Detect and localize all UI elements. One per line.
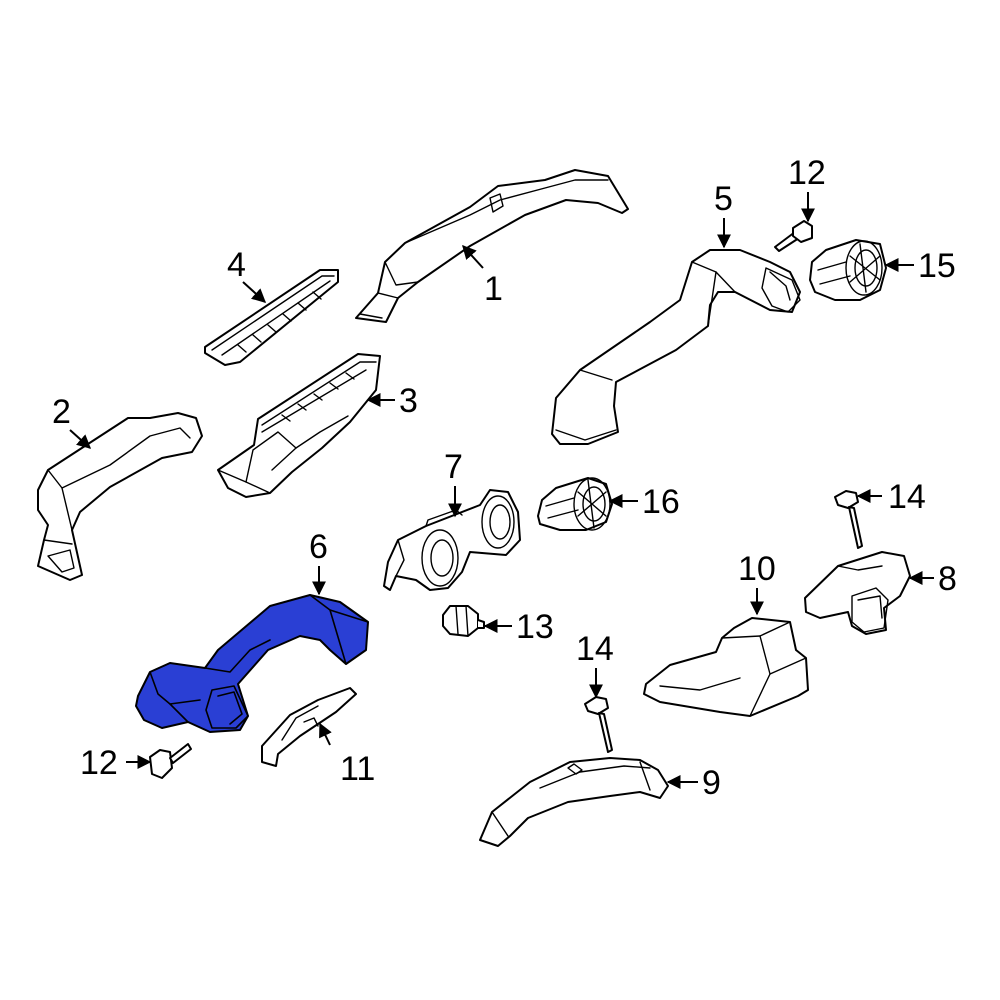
leader-4: [242, 281, 267, 303]
part-16-round-vent[interactable]: [537, 477, 613, 531]
callout-14-upper: 14: [888, 478, 926, 516]
callout-7: 7: [444, 448, 463, 486]
callout-16: 16: [642, 483, 680, 521]
leader-1: [462, 244, 484, 269]
part-9-lower-duct[interactable]: [479, 757, 669, 847]
part-7-vent-assembly[interactable]: [383, 489, 521, 591]
callout-15: 15: [918, 247, 956, 285]
callout-13: 13: [516, 608, 554, 646]
part-15-round-vent[interactable]: [809, 239, 887, 301]
part-6-body[interactable]: [135, 594, 369, 733]
callout-4: 4: [227, 246, 246, 284]
part-5-duct[interactable]: [551, 249, 801, 445]
part-14-clip-upper[interactable]: [834, 490, 863, 549]
callout-3: 3: [399, 382, 418, 420]
part-1-duct[interactable]: [355, 169, 629, 323]
callout-14-lower: 14: [576, 630, 614, 668]
part-12-bolt-upper[interactable]: [774, 220, 813, 252]
callout-11: 11: [340, 750, 375, 788]
callout-9: 9: [702, 764, 721, 802]
part-2-side-duct[interactable]: [37, 412, 203, 581]
part-10-duct-box[interactable]: [643, 617, 809, 717]
callout-12-lower: 12: [80, 744, 118, 782]
part-13-knob[interactable]: [442, 605, 485, 637]
part-14-clip-lower[interactable]: [584, 696, 613, 753]
callout-2: 2: [52, 393, 71, 431]
leader-2: [69, 429, 92, 449]
callout-8: 8: [938, 560, 957, 598]
part-8-bracket[interactable]: [804, 551, 911, 635]
part-11-trim-strip[interactable]: [261, 687, 357, 767]
part-6-rear-duct-highlighted[interactable]: [135, 594, 369, 733]
callout-5: 5: [714, 180, 733, 218]
part-4-grille-vent[interactable]: [204, 269, 339, 366]
callout-12-upper: 12: [788, 154, 826, 192]
callout-10: 10: [738, 550, 776, 588]
part-12-bolt-lower[interactable]: [149, 743, 192, 779]
callout-6: 6: [309, 528, 328, 566]
part-3-vent-housing[interactable]: [217, 353, 381, 498]
callout-1: 1: [484, 270, 503, 308]
leader-11: [319, 722, 332, 746]
